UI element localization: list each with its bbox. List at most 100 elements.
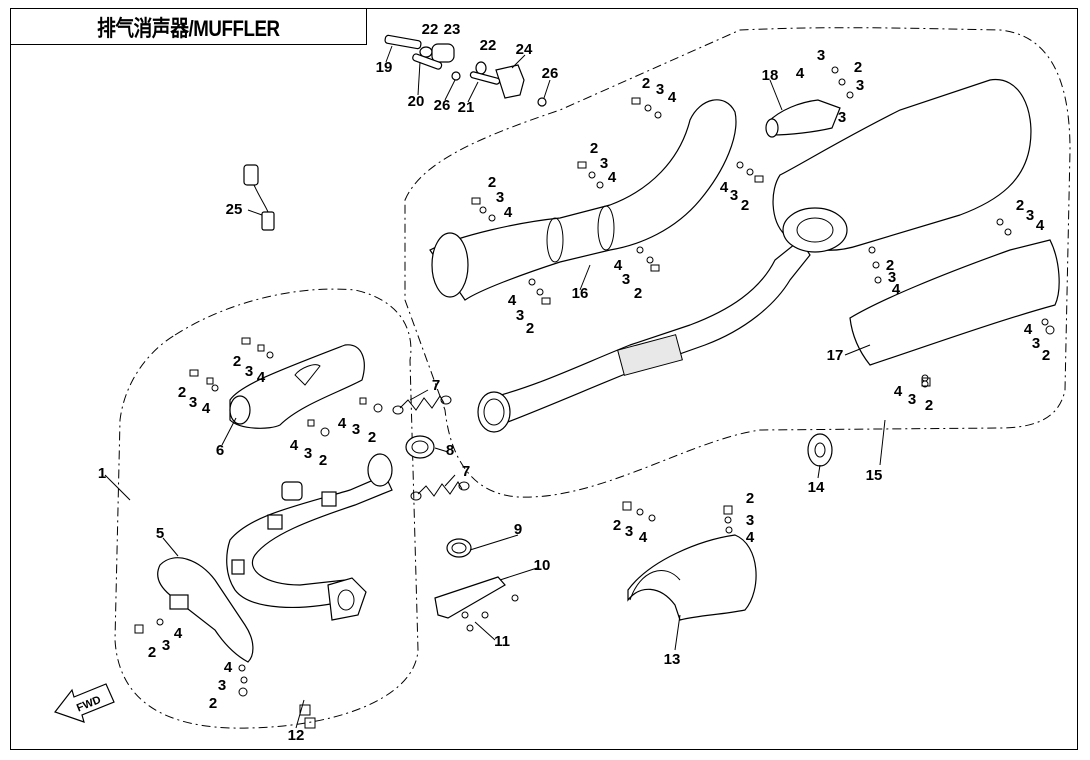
callout-4: 4 <box>720 179 729 196</box>
callout-3: 3 <box>189 394 197 411</box>
callout-3: 3 <box>600 155 608 172</box>
callout-4: 4 <box>508 292 517 309</box>
callout-4: 4 <box>174 625 183 642</box>
callout-3: 3 <box>856 77 864 94</box>
callout-3: 3 <box>304 445 312 462</box>
damper-14 <box>807 433 833 467</box>
bolt-set-group-1 <box>134 337 519 729</box>
link-pipe <box>489 239 811 426</box>
callout-3: 3 <box>888 269 896 286</box>
callout-2: 2 <box>319 452 327 469</box>
bracket-10 <box>434 576 506 619</box>
group-outline-1 <box>114 288 419 729</box>
callout-16: 16 <box>572 285 589 302</box>
callout-4: 4 <box>639 529 648 546</box>
callout-2: 2 <box>526 320 534 337</box>
callout-3: 3 <box>352 421 360 438</box>
callout-1: 1 <box>98 465 106 482</box>
spring-7-upper <box>392 395 452 415</box>
callout-3: 3 <box>245 363 253 380</box>
pipe-16 <box>429 99 737 301</box>
callout-2: 2 <box>233 353 241 370</box>
pipe-5 <box>157 557 254 663</box>
callout-4: 4 <box>290 437 299 454</box>
callout-4: 4 <box>504 204 513 221</box>
callout-26b: 26 <box>542 65 559 82</box>
callout-3: 3 <box>656 81 664 98</box>
callout-4: 4 <box>608 169 617 186</box>
callout-3: 3 <box>730 187 738 204</box>
callout-3: 3 <box>162 637 170 654</box>
callout-4: 4 <box>892 281 901 298</box>
drawing-frame <box>10 8 1078 750</box>
heat-shield-17 <box>849 239 1060 366</box>
callout-23: 23 <box>444 21 461 38</box>
leader-lines <box>104 45 886 729</box>
callout-4: 4 <box>894 383 903 400</box>
callout-4: 4 <box>257 369 266 386</box>
callout-22a: 22 <box>422 21 439 38</box>
callout-2: 2 <box>368 429 376 446</box>
callout-12: 12 <box>288 727 305 744</box>
callout-2: 2 <box>1042 347 1050 364</box>
callout-3: 3 <box>746 512 754 529</box>
callout-25: 25 <box>226 201 243 218</box>
callout-3: 3 <box>908 391 916 408</box>
callout-4: 4 <box>614 257 623 274</box>
callout-3: 3 <box>218 677 226 694</box>
callout-19: 19 <box>376 59 393 76</box>
title-box: 排气消声器/MUFFLER <box>10 8 367 45</box>
callout-21: 21 <box>458 99 475 116</box>
spring-7-lower <box>410 481 470 501</box>
callout-2: 2 <box>178 384 186 401</box>
callout-7b: 7 <box>462 463 470 480</box>
callout-3: 3 <box>622 271 630 288</box>
callout-4: 4 <box>202 400 211 417</box>
callout-6: 6 <box>216 442 224 459</box>
diagram-title: 排气消声器/MUFFLER <box>97 15 280 41</box>
callout-26a: 26 <box>434 97 451 114</box>
callout-labels: 1 5 6 7 7 8 9 10 11 12 13 14 15 16 17 18… <box>98 21 1050 744</box>
callout-4: 4 <box>1024 321 1033 338</box>
callout-3: 3 <box>1026 207 1034 224</box>
callout-8: 8 <box>446 442 454 459</box>
sensor-25 <box>243 164 275 231</box>
callout-2: 2 <box>209 695 217 712</box>
callout-10: 10 <box>534 557 551 574</box>
callout-9: 9 <box>514 521 522 538</box>
callout-3: 3 <box>838 109 846 126</box>
callout-2: 2 <box>642 75 650 92</box>
callout-2: 2 <box>488 174 496 191</box>
callout-2: 2 <box>148 644 156 661</box>
callout-13: 13 <box>664 651 681 668</box>
bolt-set-group-15 <box>471 66 1055 534</box>
callout-18: 18 <box>762 67 779 84</box>
callout-3: 3 <box>496 189 504 206</box>
callout-4: 4 <box>796 65 805 82</box>
callout-3: 3 <box>817 47 825 64</box>
callout-2: 2 <box>746 490 754 507</box>
callout-22b: 22 <box>480 37 497 54</box>
callout-2: 2 <box>741 197 749 214</box>
heat-shield-13 <box>627 534 757 621</box>
callout-15: 15 <box>866 467 883 484</box>
tail-tip-18 <box>767 99 841 136</box>
gasket-8 <box>405 435 435 459</box>
callout-4: 4 <box>224 659 233 676</box>
heat-shield-6 <box>229 344 365 429</box>
gasket-9 <box>446 538 472 558</box>
callout-14: 14 <box>808 479 825 496</box>
callout-3: 3 <box>1032 335 1040 352</box>
callout-24: 24 <box>516 41 533 58</box>
header-pipe <box>226 474 393 609</box>
callout-20: 20 <box>408 93 425 110</box>
callout-4: 4 <box>668 89 677 106</box>
callout-3: 3 <box>516 307 524 324</box>
callout-4: 4 <box>746 529 755 546</box>
callout-4: 4 <box>1036 217 1045 234</box>
mount-bracket-assembly <box>384 34 547 107</box>
group-outline-15 <box>404 27 1071 498</box>
callout-4: 4 <box>338 415 347 432</box>
callout-7a: 7 <box>432 377 440 394</box>
